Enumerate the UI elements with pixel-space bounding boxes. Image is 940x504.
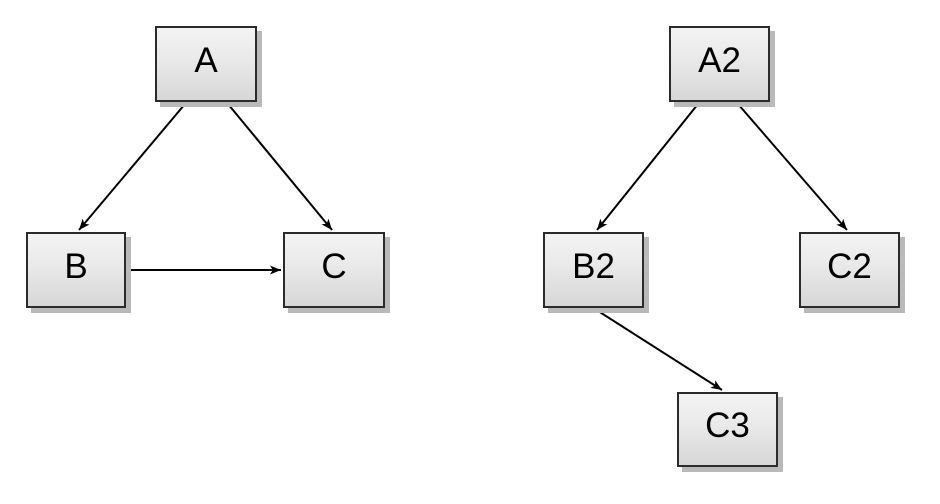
node-C2-label: C2 <box>827 246 872 286</box>
node-C[interactable]: C <box>283 232 385 308</box>
node-A[interactable]: A <box>155 26 257 102</box>
node-A2-label: A2 <box>698 40 741 80</box>
node-C-label: C <box>321 246 347 286</box>
node-A2[interactable]: A2 <box>669 26 770 102</box>
node-B[interactable]: B <box>26 232 126 308</box>
edge-A2-to-C2[interactable] <box>737 103 848 231</box>
edge-A-to-B[interactable] <box>78 103 186 231</box>
node-C3[interactable]: C3 <box>677 392 778 467</box>
node-A-label: A <box>194 40 218 80</box>
edge-B2-to-C3[interactable] <box>594 308 723 391</box>
node-B2[interactable]: B2 <box>543 232 644 308</box>
edge-A2-to-B2[interactable] <box>596 103 699 231</box>
node-B-label: B <box>64 246 88 286</box>
node-C3-label: C3 <box>705 406 750 445</box>
node-B2-label: B2 <box>572 246 615 286</box>
edge-A-to-C[interactable] <box>227 103 333 231</box>
node-C2[interactable]: C2 <box>799 232 900 308</box>
